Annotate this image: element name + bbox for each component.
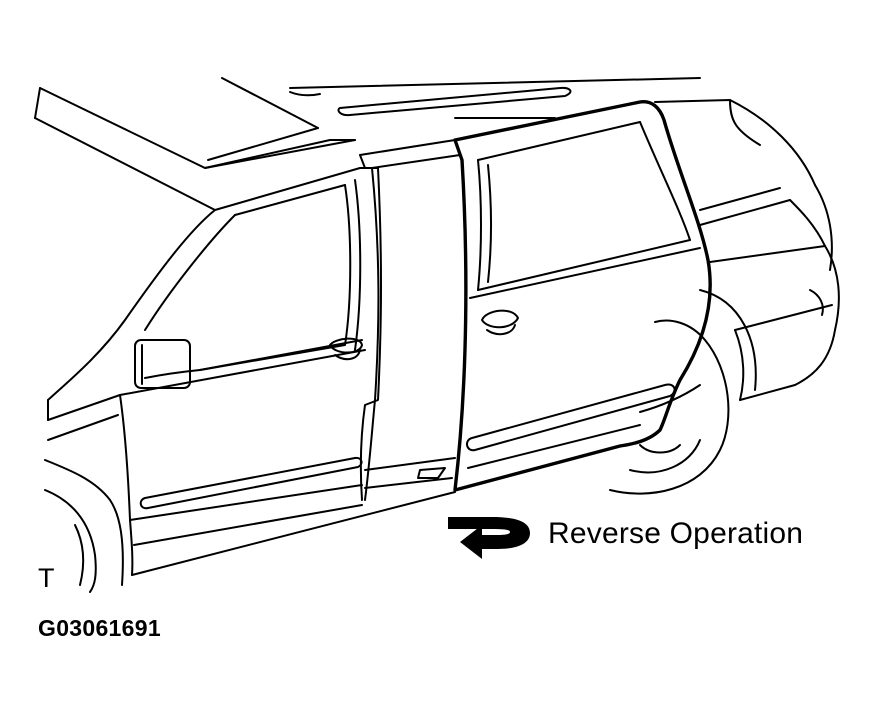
rear-body-outline — [654, 99, 840, 401]
roof-outline — [34, 77, 701, 211]
sliding-door-details — [466, 121, 701, 469]
figure-id-label: G03061691 — [38, 615, 161, 641]
front-body-outline — [44, 209, 236, 593]
front-door — [119, 167, 456, 576]
b-pillar — [359, 139, 467, 501]
view-marker-label: T — [38, 563, 55, 593]
reverse-operation-arrow-icon — [448, 517, 530, 559]
sliding-door — [453, 100, 712, 492]
rear-wheel — [609, 289, 757, 495]
reverse-operation-label: Reverse Operation — [548, 517, 804, 550]
